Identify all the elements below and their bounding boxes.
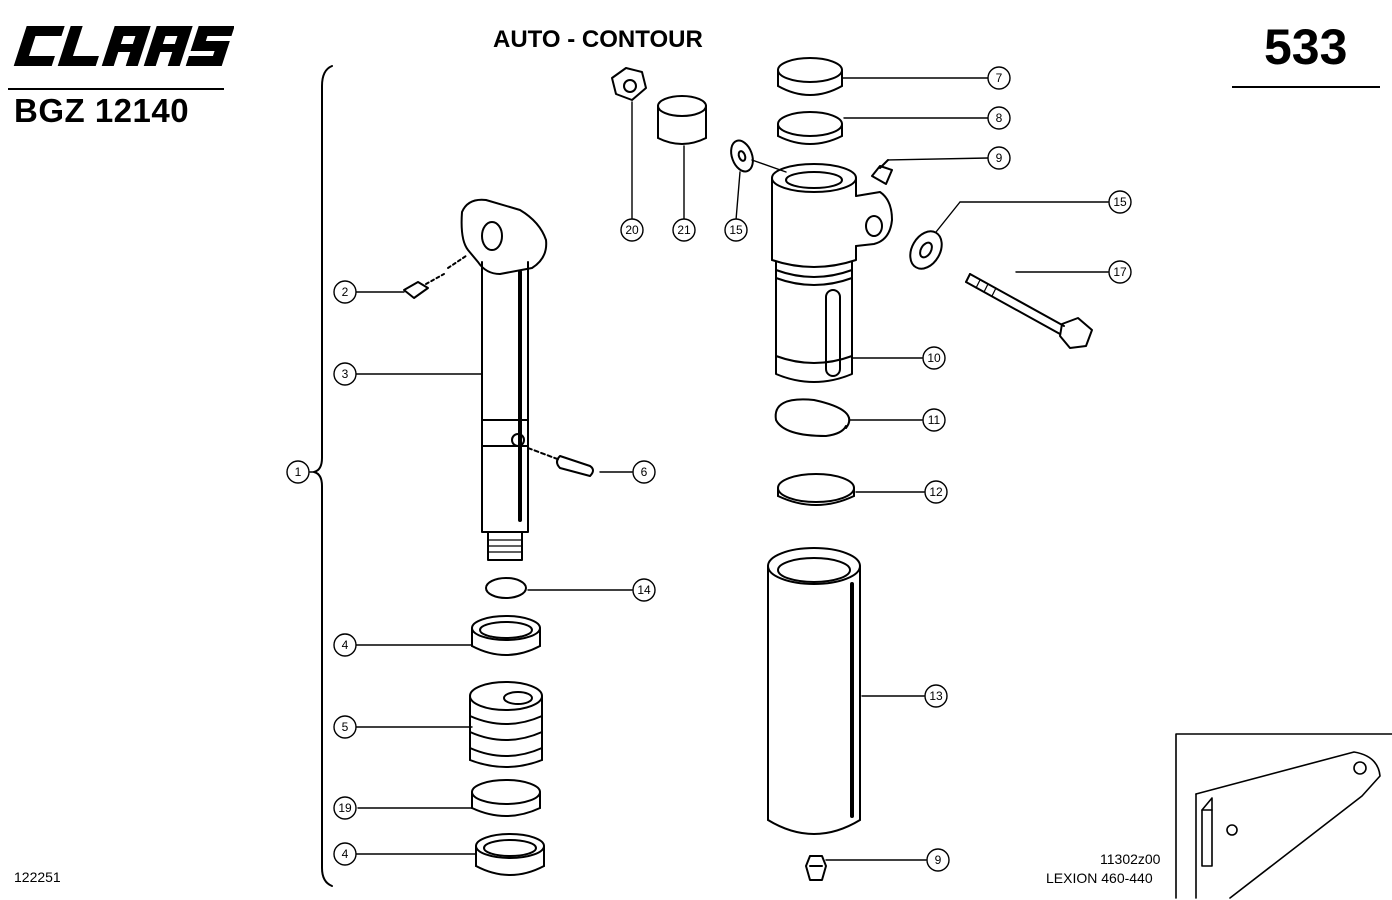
part-ring-8 <box>777 111 843 145</box>
callout-8 <box>987 106 1011 130</box>
callout-15-left-label: 15 <box>729 223 743 237</box>
part-grease-nipple-9b <box>805 855 827 881</box>
part-ring-19 <box>471 779 541 817</box>
callout-12 <box>924 480 948 504</box>
drawing-reference: 11302z00 <box>1100 851 1161 867</box>
callout-15-right <box>1108 190 1132 214</box>
callout-5-label: 5 <box>342 720 349 734</box>
callout-6 <box>632 460 656 484</box>
part-pin <box>527 447 594 477</box>
callout-6-label: 6 <box>641 465 648 479</box>
part-grease-nipple-2 <box>403 255 467 299</box>
callout-4-lower <box>333 842 357 866</box>
callout-13 <box>924 684 948 708</box>
callout-9-lower <box>926 848 950 872</box>
callout-4-upper <box>333 633 357 657</box>
doc-number: BGZ 12140 <box>14 92 190 129</box>
callout-11 <box>922 408 946 432</box>
callout-17-label: 17 <box>1113 265 1127 279</box>
callout-20 <box>620 218 644 242</box>
callout-17 <box>1108 260 1132 284</box>
part-hex-nut <box>611 67 647 101</box>
part-circlip <box>774 398 851 437</box>
callout-3 <box>333 362 357 386</box>
callout-7-label: 7 <box>996 71 1003 85</box>
callout-15-right-label: 15 <box>1113 195 1127 209</box>
callout-8-label: 8 <box>996 111 1003 125</box>
sheet-reference: 122251 <box>14 869 61 885</box>
callout-19 <box>333 796 357 820</box>
callout-14-label: 14 <box>637 583 651 597</box>
part-spring-pack <box>469 681 543 768</box>
callout-7 <box>987 66 1011 90</box>
callout-3-label: 3 <box>342 367 349 381</box>
header-rule-left <box>8 88 224 90</box>
callout-1 <box>286 460 310 484</box>
part-cylinder-tube <box>767 547 861 835</box>
callout-2 <box>333 280 357 304</box>
callout-11-label: 11 <box>928 413 941 427</box>
part-bushing-lower <box>475 833 545 876</box>
callout-labels: 1 2 3 4 4 5 6 7 8 9 9 10 11 12 13 14 15 … <box>295 71 1127 867</box>
callout-9-upper <box>987 146 1011 170</box>
part-washer-left <box>730 139 754 173</box>
callout-21 <box>672 218 696 242</box>
callout-9-lower-label: 9 <box>935 853 942 867</box>
callout-13-label: 13 <box>929 689 943 703</box>
locator-inset <box>1175 733 1392 899</box>
callout-15-left <box>724 218 748 242</box>
callout-1-label: 1 <box>295 465 302 479</box>
callout-19-label: 19 <box>338 801 352 815</box>
callout-14 <box>632 578 656 602</box>
callout-12-label: 12 <box>929 485 943 499</box>
part-bolt <box>965 273 1093 349</box>
part-seal-7 <box>777 57 843 96</box>
callout-20-label: 20 <box>625 223 639 237</box>
part-bushing-upper <box>471 615 541 656</box>
header-rule-right <box>1232 86 1380 88</box>
callout-5 <box>333 715 357 739</box>
part-washer-right <box>909 230 943 270</box>
callout-4-lower-label: 4 <box>342 847 349 861</box>
callout-9-upper-label: 9 <box>996 151 1003 165</box>
part-piston-rod <box>460 198 548 561</box>
part-grease-nipple-9a <box>871 159 893 185</box>
part-ring-12 <box>777 473 855 506</box>
brand-logo <box>13 26 234 66</box>
leader-lines <box>309 77 1109 861</box>
callout-21-label: 21 <box>677 223 691 237</box>
callout-10 <box>922 346 946 370</box>
part-sleeve <box>657 95 707 145</box>
model-label: LEXION 460-440 <box>1046 870 1153 886</box>
part-cylinder-housing <box>771 163 893 383</box>
callout-4-upper-label: 4 <box>342 638 349 652</box>
assembly-bracket <box>313 65 333 887</box>
callout-10-label: 10 <box>927 351 941 365</box>
page-number: 533 <box>1264 19 1348 75</box>
part-oring-14 <box>485 577 527 599</box>
page-title: AUTO - CONTOUR <box>493 26 703 53</box>
callout-2-label: 2 <box>342 285 349 299</box>
callouts <box>286 66 1132 872</box>
